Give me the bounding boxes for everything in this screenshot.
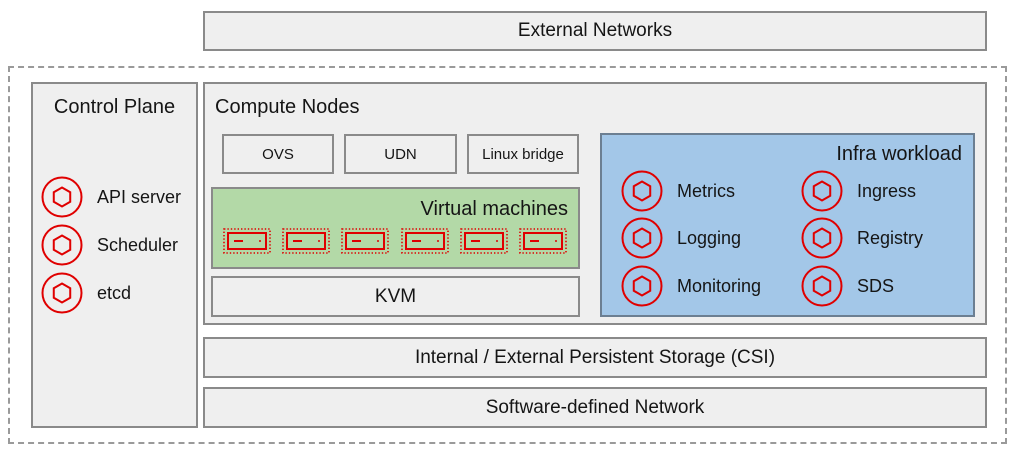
control-plane-title: Control Plane (53, 96, 176, 118)
network-option-ovs: OVS (222, 134, 334, 174)
icon-circle (621, 170, 663, 212)
virtual-machines-panel: Virtual machines (211, 187, 580, 269)
network-option-label: OVS (262, 145, 294, 163)
infra-workload-item: Metrics (621, 170, 735, 212)
icon-circle (621, 265, 663, 307)
icon-hexagon (812, 275, 832, 297)
icon-hexagon (52, 282, 72, 304)
virtual-machine-icon (223, 228, 271, 254)
icon-hexagon (632, 227, 652, 249)
hexagon-circle-icon (801, 265, 843, 307)
hexagon-circle-icon (41, 224, 83, 266)
item-label: Registry (857, 227, 924, 248)
persistent-storage-label: Internal / External Persistent Storage (… (414, 346, 776, 368)
control-plane-item: API server (41, 176, 181, 218)
infra-workload-item: Ingress (801, 170, 916, 212)
item-label: Metrics (677, 180, 735, 201)
icon-hexagon (52, 186, 72, 208)
icon-circle (801, 170, 843, 212)
software-defined-network-label: Software-defined Network (485, 396, 705, 418)
virtual-machines-title: Virtual machines (420, 198, 568, 220)
infra-workload-item: SDS (801, 265, 894, 307)
infra-workload-item: Logging (621, 217, 741, 259)
virtual-machine-icon (400, 228, 449, 254)
hexagon-circle-icon (801, 217, 843, 259)
network-option-label: Linux bridge (482, 145, 564, 163)
external-networks-label: External Networks (517, 20, 673, 41)
item-label: etcd (97, 282, 132, 303)
hexagon-circle-icon (41, 272, 83, 314)
icon-circle (41, 272, 83, 314)
hexagon-circle-icon (41, 176, 83, 218)
infra-workload-item: Monitoring (621, 265, 761, 307)
infra-workload-title: Infra workload (836, 143, 962, 165)
item-label: Logging (677, 227, 742, 248)
icon-hexagon (812, 227, 832, 249)
virtual-machine-icon (282, 228, 330, 254)
kvm-box: KVM (211, 276, 580, 317)
infra-workload-panel: Infra workload (600, 133, 975, 317)
hexagon-circle-icon (621, 170, 663, 212)
control-plane-item: Scheduler (41, 224, 178, 266)
icon-circle (41, 224, 83, 266)
network-option-linux-bridge: Linux bridge (467, 134, 579, 174)
hexagon-circle-icon (621, 217, 663, 259)
virtual-machine-icon (341, 228, 390, 254)
infra-workload-item: Registry (801, 217, 923, 259)
item-label: Scheduler (97, 234, 179, 255)
cluster-boundary (8, 66, 1007, 444)
compute-nodes-title: Compute Nodes (215, 96, 360, 118)
icon-hexagon (632, 275, 652, 297)
control-plane-item: etcd (41, 272, 131, 314)
persistent-storage-box: Internal / External Persistent Storage (… (203, 337, 987, 378)
item-label: Monitoring (677, 275, 762, 296)
icon-circle (801, 217, 843, 259)
virtual-machine-icon (459, 228, 508, 254)
external-networks-box: External Networks (203, 11, 987, 51)
software-defined-network-box: Software-defined Network (203, 387, 987, 428)
icon-hexagon (632, 180, 652, 202)
icon-hexagon (812, 180, 832, 202)
item-label: SDS (857, 275, 895, 296)
icon-hexagon (52, 234, 72, 256)
hexagon-circle-icon (801, 170, 843, 212)
kvm-label: KVM (374, 285, 417, 307)
virtual-machine-icon (519, 228, 567, 254)
network-option-label: UDN (384, 145, 417, 163)
network-option-udn: UDN (344, 134, 457, 174)
item-label: API server (97, 186, 182, 207)
hexagon-circle-icon (621, 265, 663, 307)
icon-circle (41, 176, 83, 218)
icon-circle (801, 265, 843, 307)
item-label: Ingress (857, 180, 917, 201)
icon-circle (621, 217, 663, 259)
